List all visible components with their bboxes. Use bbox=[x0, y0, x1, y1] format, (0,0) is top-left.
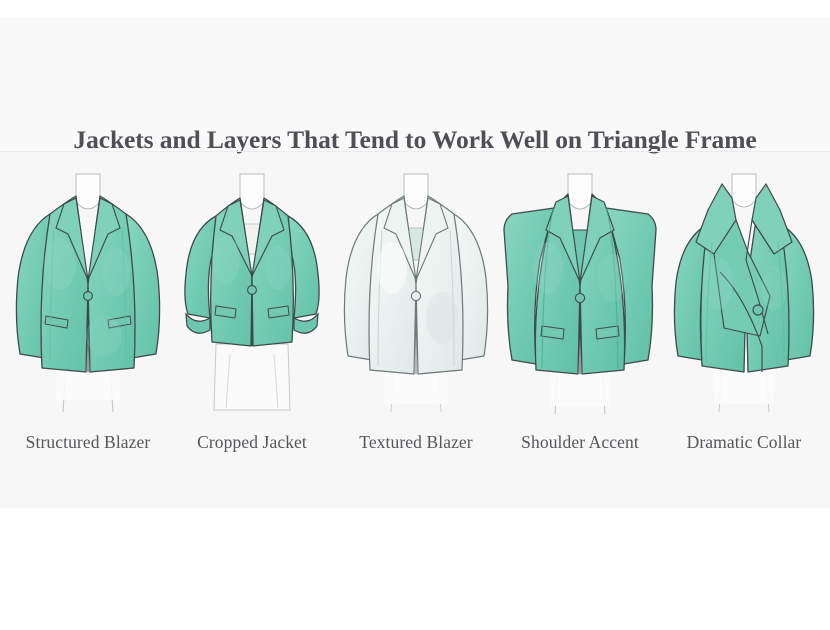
content-card: Jackets and Layers That Tend to Work Wel… bbox=[0, 18, 830, 508]
header-divider bbox=[0, 151, 830, 152]
jacket-label-structured-blazer: Structured Blazer bbox=[25, 432, 151, 452]
dramatic-collar-illustration bbox=[673, 173, 815, 413]
shoulder-accent-illustration bbox=[503, 173, 657, 415]
jacket-card-dramatic-collar[interactable]: Dramatic Collar bbox=[662, 168, 826, 498]
jacket-card-textured-blazer[interactable]: Textured Blazer bbox=[334, 168, 498, 498]
header-band: Jackets and Layers That Tend to Work Wel… bbox=[0, 18, 830, 154]
jacket-card-shoulder-accent[interactable]: Shoulder Accent bbox=[498, 168, 662, 498]
jacket-card-structured-blazer[interactable]: Structured Blazer bbox=[6, 168, 170, 498]
jacket-label-shoulder-accent: Shoulder Accent bbox=[521, 432, 639, 452]
jacket-label-dramatic-collar: Dramatic Collar bbox=[686, 432, 802, 452]
jacket-gallery: Structured Blazer bbox=[0, 168, 830, 508]
textured-blazer-illustration bbox=[343, 173, 489, 413]
jacket-label-textured-blazer: Textured Blazer bbox=[359, 432, 473, 452]
jacket-card-cropped-jacket[interactable]: Cropped Jacket bbox=[170, 168, 334, 498]
structured-blazer-illustration bbox=[15, 173, 161, 413]
page-title: Jackets and Layers That Tend to Work Wel… bbox=[73, 125, 757, 155]
cropped-jacket-illustration bbox=[184, 173, 320, 411]
jacket-label-cropped-jacket: Cropped Jacket bbox=[197, 432, 307, 452]
bottom-whitespace bbox=[0, 508, 830, 630]
